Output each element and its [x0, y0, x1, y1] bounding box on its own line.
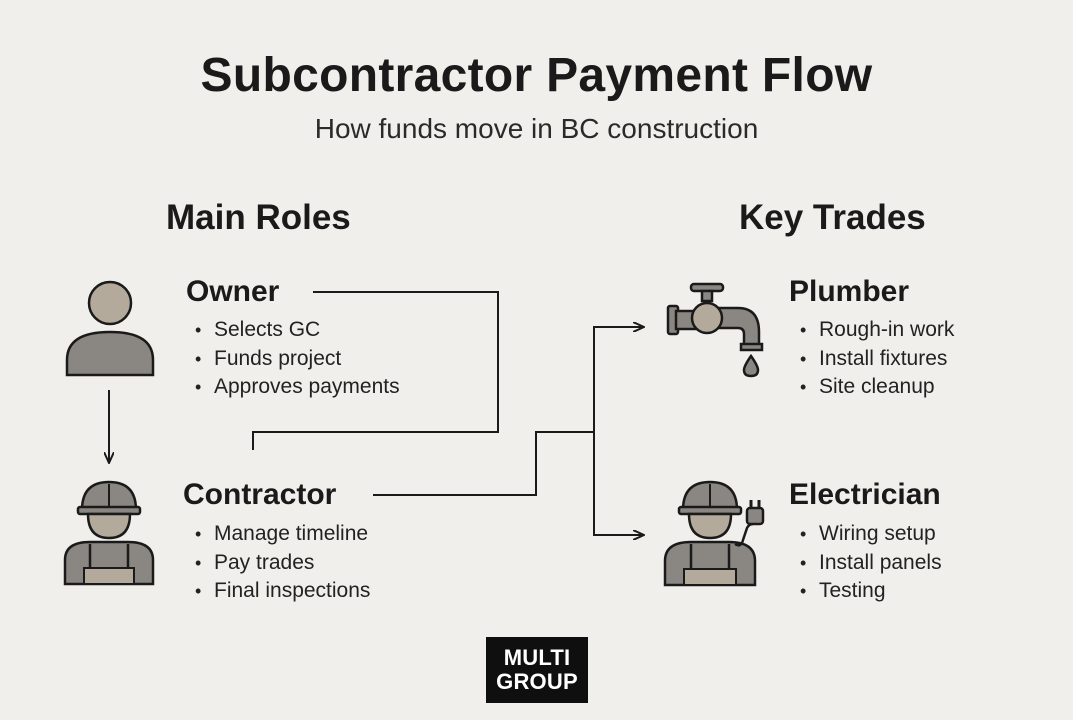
section-key-trades: Key Trades [739, 198, 926, 237]
contractor-item: Pay trades [181, 549, 370, 578]
owner-list: Selects GC Funds project Approves paymen… [181, 316, 400, 402]
electrician-item: Testing [786, 577, 942, 606]
contractor-list: Manage timeline Pay trades Final inspect… [181, 520, 370, 606]
contractor-item: Manage timeline [181, 520, 370, 549]
contractor-to-trades-connector [373, 431, 594, 496]
construction-worker-icon [63, 480, 155, 586]
owner-item: Funds project [181, 345, 400, 374]
plumber-item: Install fixtures [786, 345, 954, 374]
multi-group-logo: MULTI GROUP [486, 637, 588, 703]
plumber-title: Plumber [789, 275, 910, 308]
owner-item: Approves payments [181, 373, 400, 402]
electrician-title: Electrician [789, 478, 941, 511]
plumber-item: Rough-in work [786, 316, 954, 345]
contractor-item: Final inspections [181, 577, 370, 606]
faucet-icon [666, 282, 764, 378]
section-main-roles: Main Roles [166, 198, 351, 237]
owner-title: Owner [186, 275, 280, 308]
electrician-plug-icon [663, 480, 765, 587]
owner-funding-connector [252, 291, 499, 450]
plumber-item: Site cleanup [786, 373, 954, 402]
logo-line-2: GROUP [496, 669, 578, 694]
electrician-list: Wiring setup Install panels Testing [786, 520, 942, 606]
owner-item: Selects GC [181, 316, 400, 345]
plumber-list: Rough-in work Install fixtures Site clea… [786, 316, 954, 402]
page-title: Subcontractor Payment Flow [200, 49, 873, 102]
logo-line-1: MULTI [503, 645, 571, 670]
branch-to-electrician-arrow [593, 432, 643, 535]
electrician-item: Wiring setup [786, 520, 942, 549]
page-subtitle: How funds move in BC construction [314, 113, 759, 144]
contractor-title: Contractor [183, 478, 337, 511]
person-icon [65, 280, 155, 377]
electrician-item: Install panels [786, 549, 942, 578]
branch-to-plumber-arrow [593, 327, 643, 432]
